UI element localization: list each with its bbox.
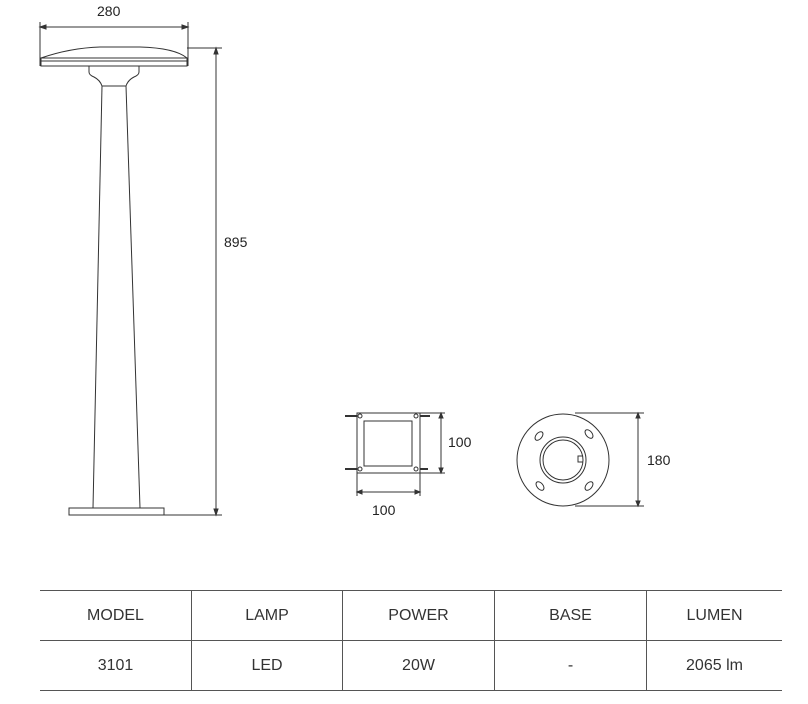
technical-drawing [38, 22, 644, 517]
dimension-height-895: 895 [224, 234, 248, 250]
cell-power: 20W [342, 640, 495, 691]
dimension-diameter-180: 180 [647, 452, 671, 468]
dimension-square-width-100: 100 [372, 502, 396, 518]
header-lamp: LAMP [191, 590, 343, 641]
header-base: BASE [494, 590, 647, 641]
dimension-square-height-100: 100 [448, 434, 472, 450]
cell-lamp: LED [191, 640, 343, 691]
spec-table: MODEL LAMP POWER BASE LUMEN 3101 LED 20W… [40, 590, 782, 691]
cell-base: - [494, 640, 647, 691]
table-header-row: MODEL LAMP POWER BASE LUMEN [40, 590, 782, 641]
round-base-view [516, 411, 644, 508]
dimension-width-280: 280 [97, 3, 121, 19]
cell-lumen: 2065 lm [646, 640, 782, 691]
table-row: 3101 LED 20W - 2065 lm [40, 640, 782, 691]
header-lumen: LUMEN [646, 590, 782, 641]
square-base-view [345, 411, 445, 496]
header-power: POWER [342, 590, 495, 641]
lamp-side-view [38, 22, 222, 517]
cell-model: 3101 [97, 656, 134, 674]
header-model: MODEL [87, 606, 144, 624]
